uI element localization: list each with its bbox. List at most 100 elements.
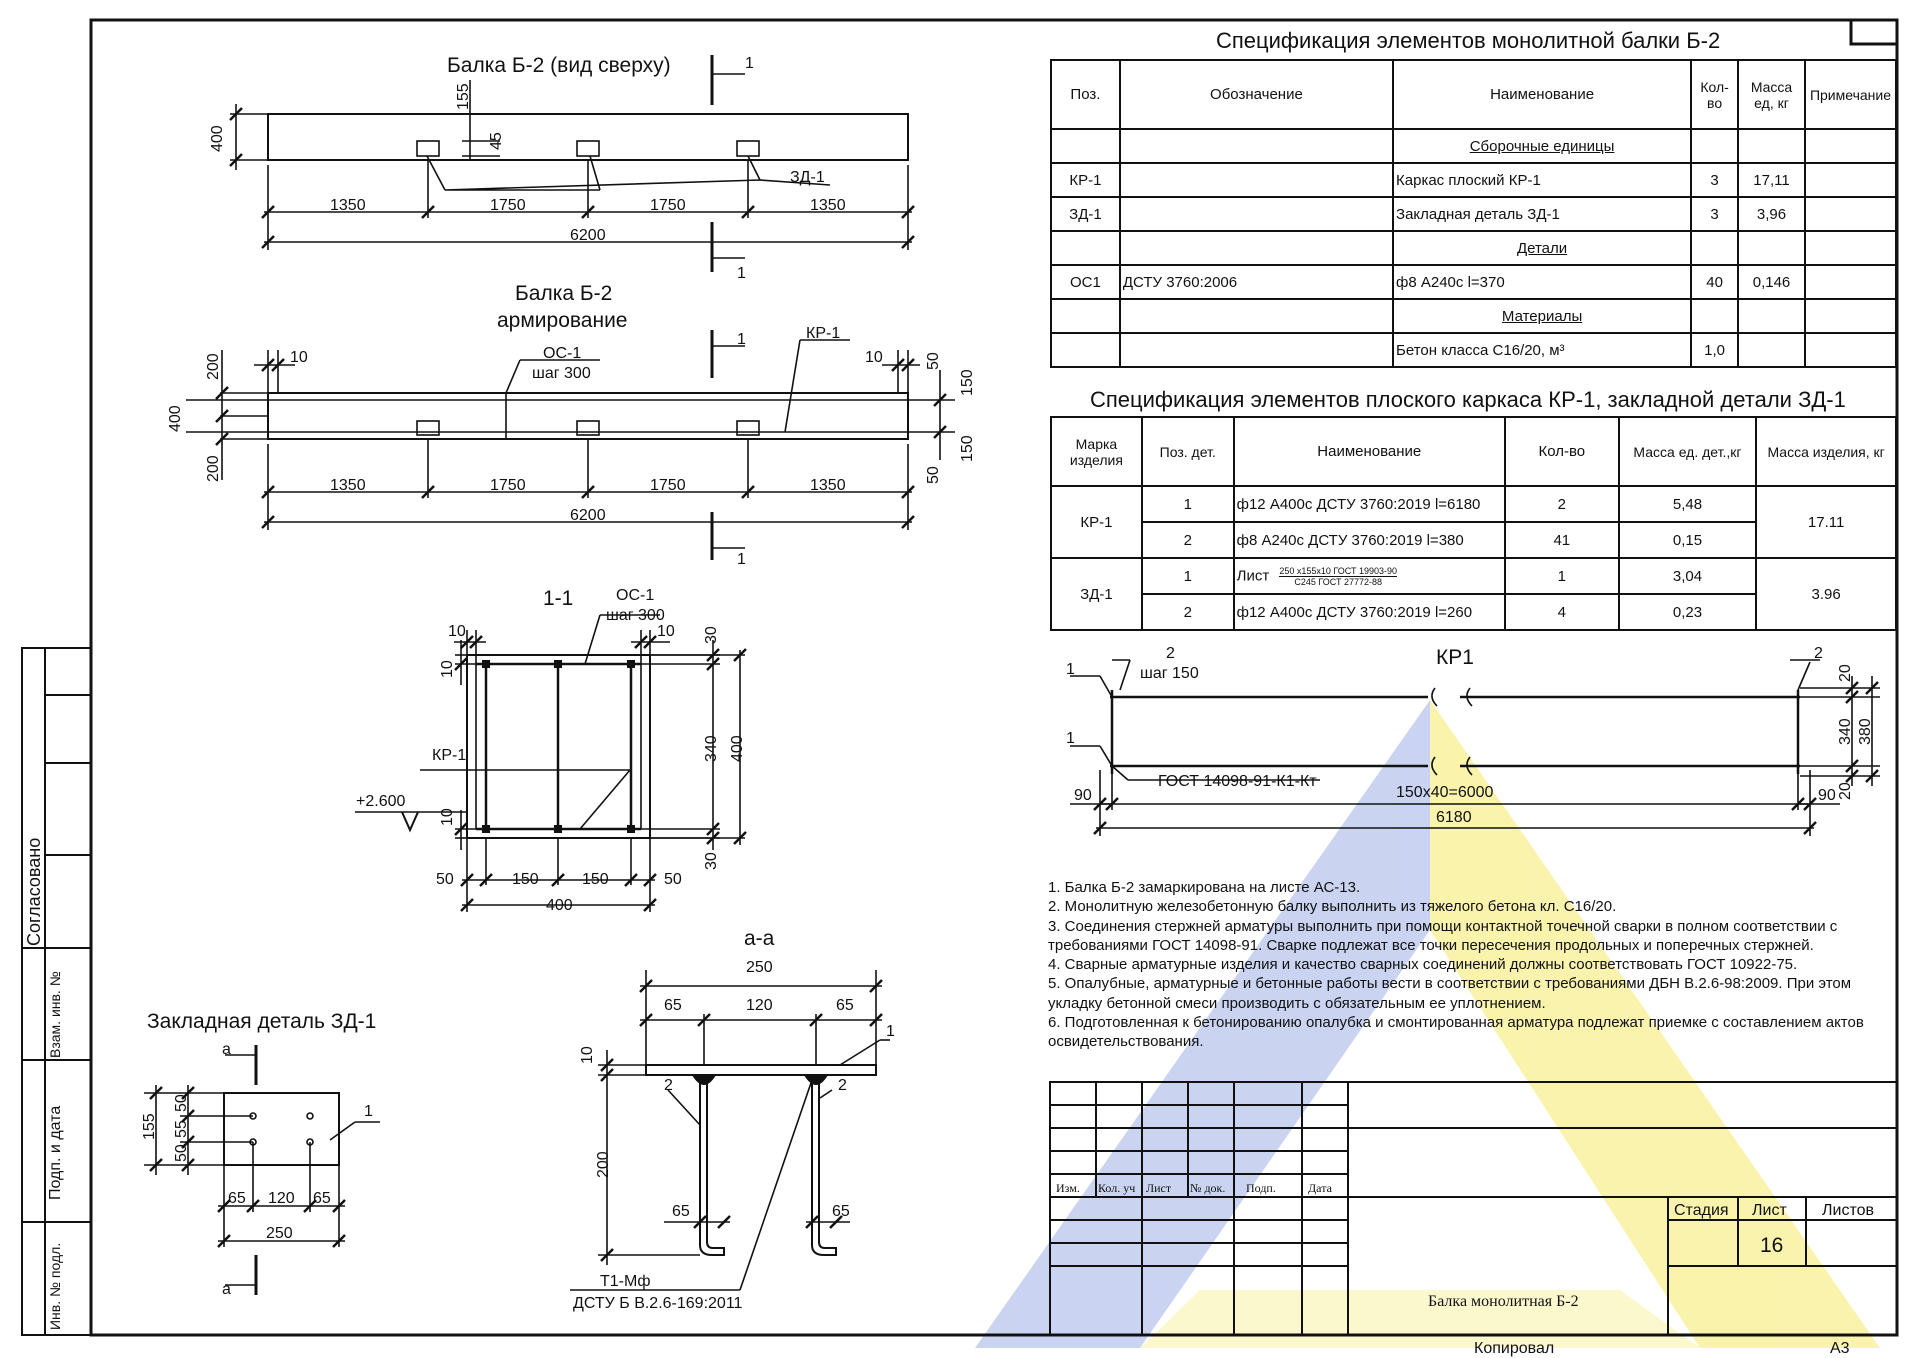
tb-n-dok: № док. <box>1190 1181 1225 1195</box>
span-dim: 1350 <box>810 197 846 214</box>
note-item: 1. Балка Б-2 замаркирована на листе АС-1… <box>1048 879 1361 896</box>
dim-label: 340 <box>1837 718 1854 745</box>
pos-label: 1 <box>886 1023 895 1040</box>
cell: 1 <box>1140 557 1235 595</box>
frame-label: КР-1 <box>432 747 466 764</box>
tb-kol-uch: Кол. уч <box>1098 1181 1135 1195</box>
embedded-title: Закладная деталь ЗД-1 <box>147 1010 376 1033</box>
cell: ф8 А240с ДСТУ 3760:2019 l=380 <box>1232 521 1506 559</box>
note-item: 3. Соединения стержней арматуры выполнит… <box>1048 917 1838 954</box>
gost-label: ГОСТ 14098-91-К1-Кт <box>1158 773 1317 790</box>
dim-label: 200 <box>205 353 222 380</box>
dim-label: 400 <box>729 735 746 762</box>
span-dim: 1350 <box>330 197 366 214</box>
stamp-vzam: Взам. инв. № <box>47 971 63 1058</box>
table-header-row: Поз. Обозначение Наименование Кол-во Мас… <box>1050 59 1898 130</box>
cell: КР-1 <box>1050 162 1121 198</box>
cell: 1 <box>1503 557 1620 595</box>
table-row: 2 ф8 А240с ДСТУ 3760:2019 l=380 41 0,15 <box>1051 521 1896 559</box>
cell: 4 <box>1503 593 1620 631</box>
section-a-a <box>570 970 890 1291</box>
col-header: Поз. <box>1050 59 1121 130</box>
cell <box>1803 332 1898 368</box>
table-row: Сборочные единицы <box>1050 128 1898 164</box>
col-header: Кол-во <box>1690 59 1740 130</box>
reinforcement-view <box>186 330 955 560</box>
level-mark: +2.600 <box>356 793 405 810</box>
tb-stadia: Стадия <box>1674 1202 1729 1219</box>
tb-list2: Лист <box>1752 1202 1787 1219</box>
cell: 0,15 <box>1617 521 1758 559</box>
dim-label: 50 <box>664 871 682 888</box>
spec1-title: Спецификация элементов монолитной балки … <box>1216 28 1721 53</box>
col-header: Масса ед, кг <box>1737 59 1806 130</box>
dim-label: 50 <box>173 1094 190 1112</box>
side-stamp <box>21 647 92 1336</box>
frame-label: КР-1 <box>806 325 840 342</box>
cell: Каркас плоский КР-1 <box>1392 162 1693 198</box>
part-label: ЗД-1 <box>790 169 825 186</box>
dim-label: 150 <box>959 369 976 396</box>
dim-label: 200 <box>205 455 222 482</box>
section-title: 1-1 <box>543 587 573 610</box>
span-dim: 1750 <box>490 197 526 214</box>
tb-kopiroval: Копировал <box>1474 1340 1554 1357</box>
dim-label: 20 <box>1837 664 1854 682</box>
pos-label: 2 <box>838 1077 847 1094</box>
section-heading: Детали <box>1392 230 1693 266</box>
section-title: а-а <box>744 927 775 950</box>
tb-data: Дата <box>1308 1181 1333 1195</box>
total-dim: 250 <box>266 1225 293 1242</box>
col-header: Марка изделия <box>1050 416 1143 487</box>
dim-label: 10 <box>865 349 883 366</box>
pos-label: 1 <box>364 1103 373 1120</box>
cell: 40 <box>1690 264 1740 300</box>
section-mark: 1 <box>737 551 746 568</box>
note-item: 4. Сварные арматурные изделия и качество… <box>1048 956 1798 974</box>
cell <box>1118 162 1395 198</box>
table-row: 2 ф12 А400с ДСТУ 3760:2019 l=260 4 0,23 <box>1051 593 1896 631</box>
table-header-row: Марка изделия Поз. дет. Наименование Кол… <box>1050 416 1897 487</box>
cell: ЗД-1 <box>1050 196 1121 232</box>
dim-label: 150 <box>582 871 609 888</box>
dim-label: 400 <box>167 405 184 432</box>
cell: 3.96 <box>1755 557 1897 631</box>
cell: КР-1 <box>1050 485 1143 559</box>
cell: ф12 А400с ДСТУ 3760:2019 l=260 <box>1232 593 1506 631</box>
dim-label: 30 <box>703 626 720 644</box>
tb-listov: Листов <box>1822 1202 1874 1219</box>
pos-label: 2 <box>1166 645 1175 662</box>
top-view-title: Балка Б-2 (вид сверху) <box>447 54 671 77</box>
general-notes: 1. Балка Б-2 замаркирована на листе АС-1… <box>1048 878 1868 1052</box>
weld-label: Т1-Мф <box>600 1273 651 1290</box>
table-row: Материалы <box>1050 298 1898 334</box>
cell: ДСТУ 3760:2006 <box>1118 264 1395 300</box>
col-header: Наименование <box>1232 416 1506 487</box>
dim-label: 30 <box>703 852 720 870</box>
stamp-soglasovano: Согласовано <box>24 837 44 946</box>
span-dim: 150х40=6000 <box>1396 784 1494 801</box>
dim-label: 20 <box>1837 782 1854 800</box>
cell: ОС1 <box>1050 264 1121 300</box>
span-dim: 1750 <box>490 477 526 494</box>
dim-label: 150 <box>512 871 539 888</box>
total-dim: 6180 <box>1436 809 1472 826</box>
weld-standard: ДСТУ Б В.2.6-169:2011 <box>573 1295 743 1312</box>
cell: 1 <box>1140 485 1235 523</box>
note-item: 5. Опалубные, арматурные и бетонные рабо… <box>1048 975 1852 1012</box>
stirrup-label: ОС-1 <box>616 587 654 604</box>
col-header: Обозначение <box>1118 59 1395 130</box>
dim-label: 50 <box>925 466 942 484</box>
table-row: Детали <box>1050 230 1898 266</box>
cell: ЗД-1 <box>1050 557 1143 631</box>
tb-podp: Подп. <box>1246 1181 1276 1195</box>
spec1-table: Поз. Обозначение Наименование Кол-во Мас… <box>1050 59 1898 368</box>
section-1-1 <box>355 614 747 912</box>
cell: Закладная деталь ЗД-1 <box>1392 196 1693 232</box>
cell: 17,11 <box>1737 162 1806 198</box>
cell: 3 <box>1690 162 1740 198</box>
cell: Лист 250 х155х10 ГОСТ 19903-90 С245 ГОСТ… <box>1232 557 1506 595</box>
